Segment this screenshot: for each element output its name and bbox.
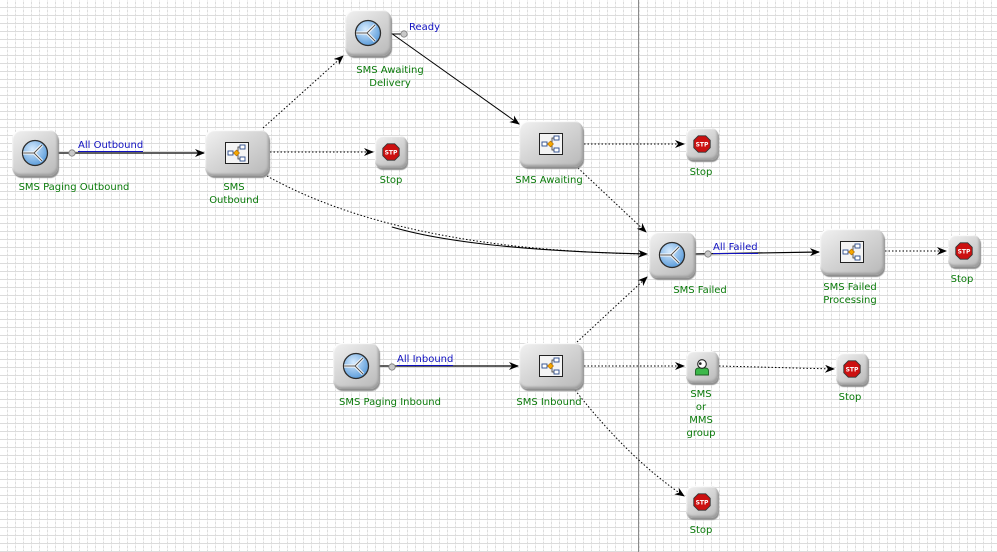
svg-text:STP: STP	[696, 141, 709, 148]
node-sms-failed-processing[interactable]	[820, 229, 884, 275]
node-label: SMS Awaiting	[515, 175, 583, 186]
edge-sms-outbound-to-sms-failed[interactable]	[266, 175, 648, 255]
edge-sms-inbound-to-stop[interactable]	[574, 389, 685, 497]
edge-label-all-failed[interactable]: All Failed	[713, 242, 758, 254]
router-icon	[21, 139, 49, 167]
node-label: Stop	[379, 175, 403, 186]
router-icon	[658, 241, 686, 269]
user-group-icon	[695, 359, 709, 376]
stop-sign-icon: STP	[955, 242, 973, 260]
edge-sms-failed-to-processing[interactable]	[694, 248, 820, 257]
edge-sms-outbound-to-sms-failed-solid	[391, 226, 648, 258]
svg-text:STP: STP	[846, 366, 859, 373]
node-sms-awaiting[interactable]	[519, 121, 583, 167]
edge-ready-to-sms-awaiting[interactable]	[390, 32, 520, 125]
edge-group-to-stop[interactable]	[718, 364, 835, 373]
node-label: SMS Failed Processing	[823, 282, 877, 306]
node-label: SMS Inbound	[516, 397, 582, 408]
stop-sign-icon: STP	[843, 360, 861, 378]
svg-text:STP: STP	[696, 499, 709, 506]
node-stop-3[interactable]: STP	[948, 235, 980, 267]
edge-label-ready[interactable]: Ready	[409, 22, 441, 33]
node-sms-awaiting-delivery[interactable]	[345, 10, 391, 56]
node-label: SMS Paging Outbound	[18, 182, 130, 193]
node-label: SMS or MMS group	[686, 389, 716, 439]
router-icon	[354, 19, 382, 47]
node-label: SMS Failed	[673, 285, 727, 296]
process-icon	[539, 133, 563, 155]
node-sms-paging-inbound[interactable]	[333, 343, 379, 389]
router-icon	[342, 352, 370, 380]
process-icon	[225, 142, 249, 164]
edge-sms-awaiting-to-sms-failed[interactable]	[577, 167, 647, 233]
svg-text:STP: STP	[385, 149, 398, 156]
edge-sms-outbound-to-awaiting-delivery[interactable]	[262, 55, 344, 129]
edge-handle[interactable]	[68, 149, 76, 157]
node-sms-failed[interactable]	[649, 232, 695, 278]
process-icon	[539, 355, 563, 377]
node-sms-paging-outbound[interactable]	[12, 130, 58, 176]
node-label: Stop	[689, 167, 713, 178]
process-icon	[840, 241, 864, 263]
node-stop-1[interactable]: STP	[375, 136, 407, 168]
edge-label-all-outbound[interactable]: All Outbound	[78, 140, 144, 152]
svg-text:STP: STP	[958, 248, 971, 255]
page-boundary-line	[638, 0, 639, 552]
node-stop-5[interactable]: STP	[686, 486, 718, 518]
node-sms-inbound[interactable]	[519, 343, 583, 389]
stop-sign-icon: STP	[382, 143, 400, 161]
node-label: SMS Paging Inbound	[339, 397, 441, 408]
node-label: Stop	[950, 274, 974, 285]
edge-handle[interactable]	[388, 363, 396, 371]
edge-sms-inbound-to-sms-failed[interactable]	[576, 276, 648, 343]
node-label: Stop	[689, 525, 713, 536]
node-label: SMS Outbound	[209, 182, 259, 206]
node-label: Stop	[838, 392, 862, 403]
stop-sign-icon: STP	[693, 135, 711, 153]
stop-sign-icon: STP	[693, 493, 711, 511]
node-stop-2[interactable]: STP	[686, 128, 718, 160]
edge-handle[interactable]	[400, 30, 408, 38]
node-sms-or-mms-group[interactable]	[686, 351, 718, 383]
node-stop-4[interactable]: STP	[836, 353, 868, 385]
node-label: SMS Awaiting Delivery	[356, 65, 424, 89]
edge-label-all-inbound[interactable]: All Inbound	[397, 354, 454, 366]
edge-handle[interactable]	[704, 250, 712, 258]
node-sms-outbound[interactable]	[205, 130, 269, 176]
